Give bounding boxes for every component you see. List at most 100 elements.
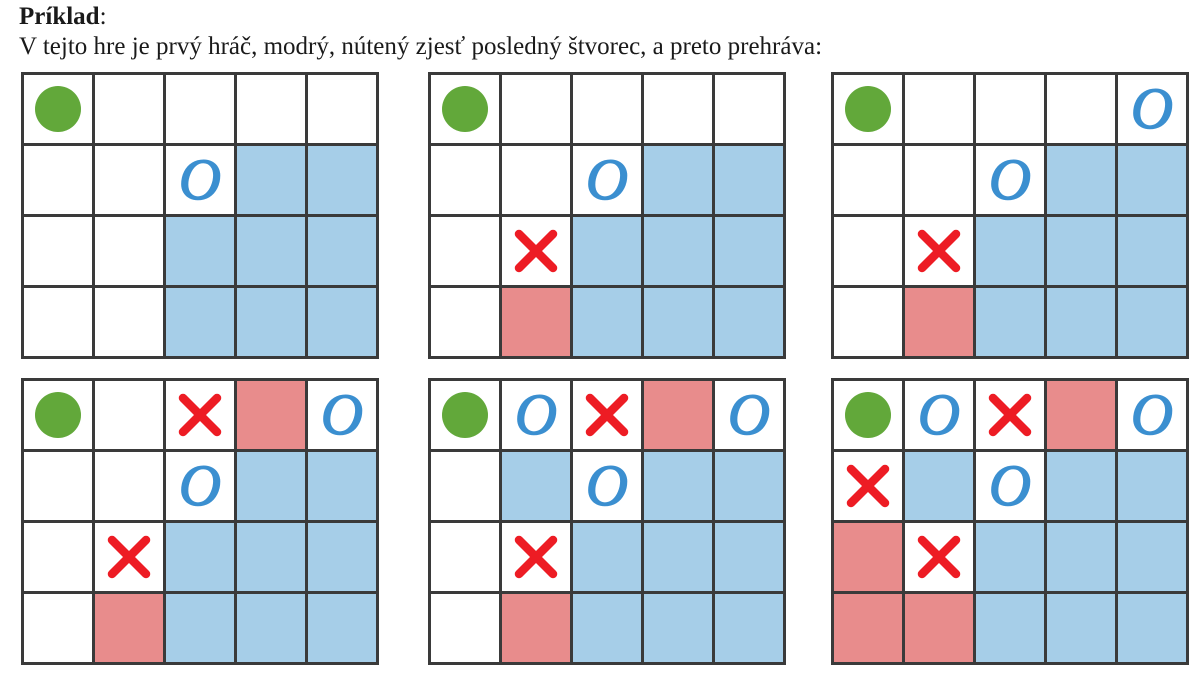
grid-cell[interactable] [237,594,305,662]
grid-cell[interactable] [834,75,902,143]
grid-cell[interactable] [237,381,305,449]
grid-cell[interactable] [834,594,902,662]
grid-cell[interactable] [834,146,902,214]
grid-cell[interactable] [1047,217,1115,285]
grid-cell[interactable] [905,75,973,143]
grid-cell[interactable]: O [1118,381,1186,449]
grid-cell[interactable] [95,381,163,449]
grid-cell[interactable] [166,594,234,662]
grid-cell[interactable] [644,523,712,591]
grid-cell[interactable]: O [308,381,376,449]
grid-cell[interactable] [1047,146,1115,214]
grid-cell[interactable] [95,594,163,662]
grid-cell[interactable] [1118,288,1186,356]
grid-cell[interactable] [905,288,973,356]
grid-cell[interactable] [24,288,92,356]
grid-cell[interactable] [905,217,973,285]
grid-cell[interactable] [1047,288,1115,356]
grid-cell[interactable] [976,381,1044,449]
grid-cell[interactable] [905,523,973,591]
grid-cell[interactable] [976,217,1044,285]
grid-cell[interactable] [95,75,163,143]
grid-cell[interactable] [573,523,641,591]
grid-cell[interactable] [24,146,92,214]
grid-cell[interactable] [24,523,92,591]
grid-cell[interactable] [166,381,234,449]
grid-cell[interactable] [976,288,1044,356]
grid-cell[interactable] [24,381,92,449]
grid-cell[interactable]: O [166,452,234,520]
grid-cell[interactable] [715,523,783,591]
grid-cell[interactable]: O [905,381,973,449]
grid-cell[interactable] [502,217,570,285]
grid-cell[interactable] [95,523,163,591]
grid-cell[interactable] [237,217,305,285]
grid-cell[interactable] [431,594,499,662]
grid-cell[interactable] [1047,452,1115,520]
grid-cell[interactable] [834,523,902,591]
grid-cell[interactable] [431,75,499,143]
grid-cell[interactable] [431,146,499,214]
grid-cell[interactable] [715,288,783,356]
grid-cell[interactable] [1118,523,1186,591]
grid-cell[interactable]: O [573,146,641,214]
grid-cell[interactable] [905,146,973,214]
grid-cell[interactable] [1047,523,1115,591]
grid-cell[interactable] [502,452,570,520]
grid-cell[interactable] [644,288,712,356]
grid-cell[interactable] [976,594,1044,662]
grid-cell[interactable] [715,217,783,285]
grid-cell[interactable] [308,217,376,285]
grid-cell[interactable]: O [976,146,1044,214]
grid-cell[interactable] [644,146,712,214]
grid-cell[interactable] [24,452,92,520]
grid-cell[interactable] [431,523,499,591]
grid-cell[interactable] [976,75,1044,143]
grid-cell[interactable] [573,288,641,356]
grid-cell[interactable] [166,75,234,143]
grid-cell[interactable] [95,146,163,214]
grid-cell[interactable] [905,452,973,520]
grid-cell[interactable] [502,523,570,591]
grid-cell[interactable] [1118,452,1186,520]
grid-cell[interactable]: O [976,452,1044,520]
grid-cell[interactable] [431,452,499,520]
grid-cell[interactable]: O [1118,75,1186,143]
grid-cell[interactable] [308,594,376,662]
grid-cell[interactable] [95,452,163,520]
grid-cell[interactable] [976,523,1044,591]
grid-cell[interactable] [237,452,305,520]
grid-cell[interactable] [166,523,234,591]
grid-cell[interactable] [573,75,641,143]
grid-cell[interactable] [502,594,570,662]
grid-cell[interactable] [166,288,234,356]
grid-cell[interactable] [431,217,499,285]
grid-cell[interactable] [502,146,570,214]
grid-cell[interactable] [834,217,902,285]
grid-cell[interactable] [237,146,305,214]
grid-cell[interactable] [95,217,163,285]
grid-cell[interactable] [1047,594,1115,662]
grid-cell[interactable] [573,381,641,449]
grid-cell[interactable] [644,75,712,143]
grid-cell[interactable] [237,288,305,356]
grid-cell[interactable] [502,288,570,356]
grid-cell[interactable] [431,288,499,356]
grid-cell[interactable]: O [502,381,570,449]
grid-cell[interactable] [24,594,92,662]
grid-cell[interactable] [715,594,783,662]
grid-cell[interactable] [308,75,376,143]
grid-cell[interactable] [644,452,712,520]
grid-cell[interactable] [834,381,902,449]
grid-cell[interactable] [644,217,712,285]
grid-cell[interactable] [95,288,163,356]
grid-cell[interactable]: O [715,381,783,449]
grid-cell[interactable] [905,594,973,662]
grid-cell[interactable] [1118,217,1186,285]
grid-cell[interactable] [308,452,376,520]
grid-cell[interactable] [715,452,783,520]
grid-cell[interactable] [166,217,234,285]
grid-cell[interactable] [573,217,641,285]
grid-cell[interactable]: O [166,146,234,214]
grid-cell[interactable] [834,452,902,520]
